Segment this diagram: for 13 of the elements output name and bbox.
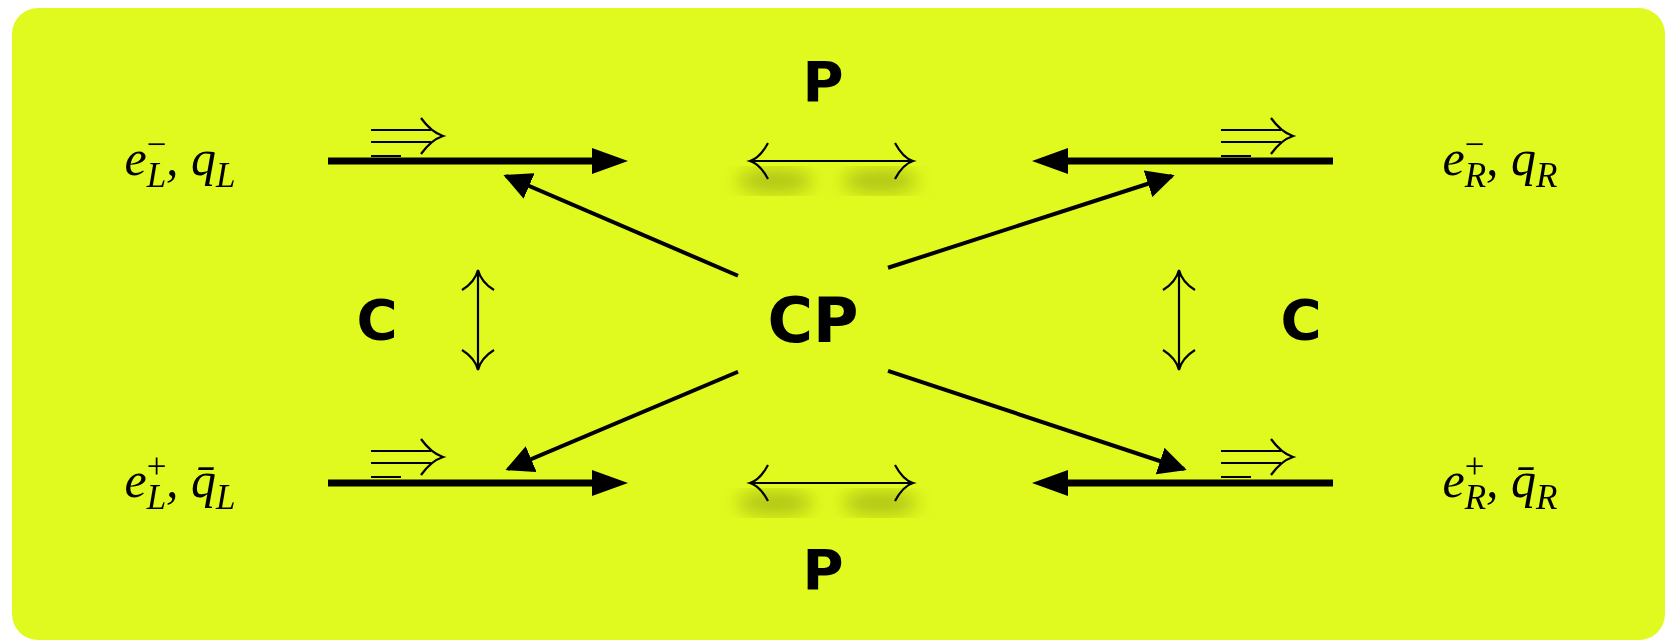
arrow [887, 368, 1187, 475]
particle-label: e$^{+}$$_{R}$, q̄$_{R}$ [1442, 448, 1558, 516]
arrow [503, 173, 739, 278]
particle-label: e$^{+}$$_{L}$, q̄$_{L}$ [124, 448, 236, 516]
operation-label: CP [738, 280, 888, 360]
symmetry-label: P [802, 542, 844, 598]
symmetry-label: C [1280, 292, 1322, 348]
symmetry-label: P [802, 54, 844, 110]
arrow [505, 369, 739, 473]
arrow [887, 170, 1175, 270]
symmetry-label: C [356, 292, 398, 348]
particle-label: e$^{−}$$_{R}$, q$_{R}$ [1442, 126, 1558, 194]
particle-label: e$^{−}$$_{L}$, q$_{L}$ [124, 126, 236, 194]
